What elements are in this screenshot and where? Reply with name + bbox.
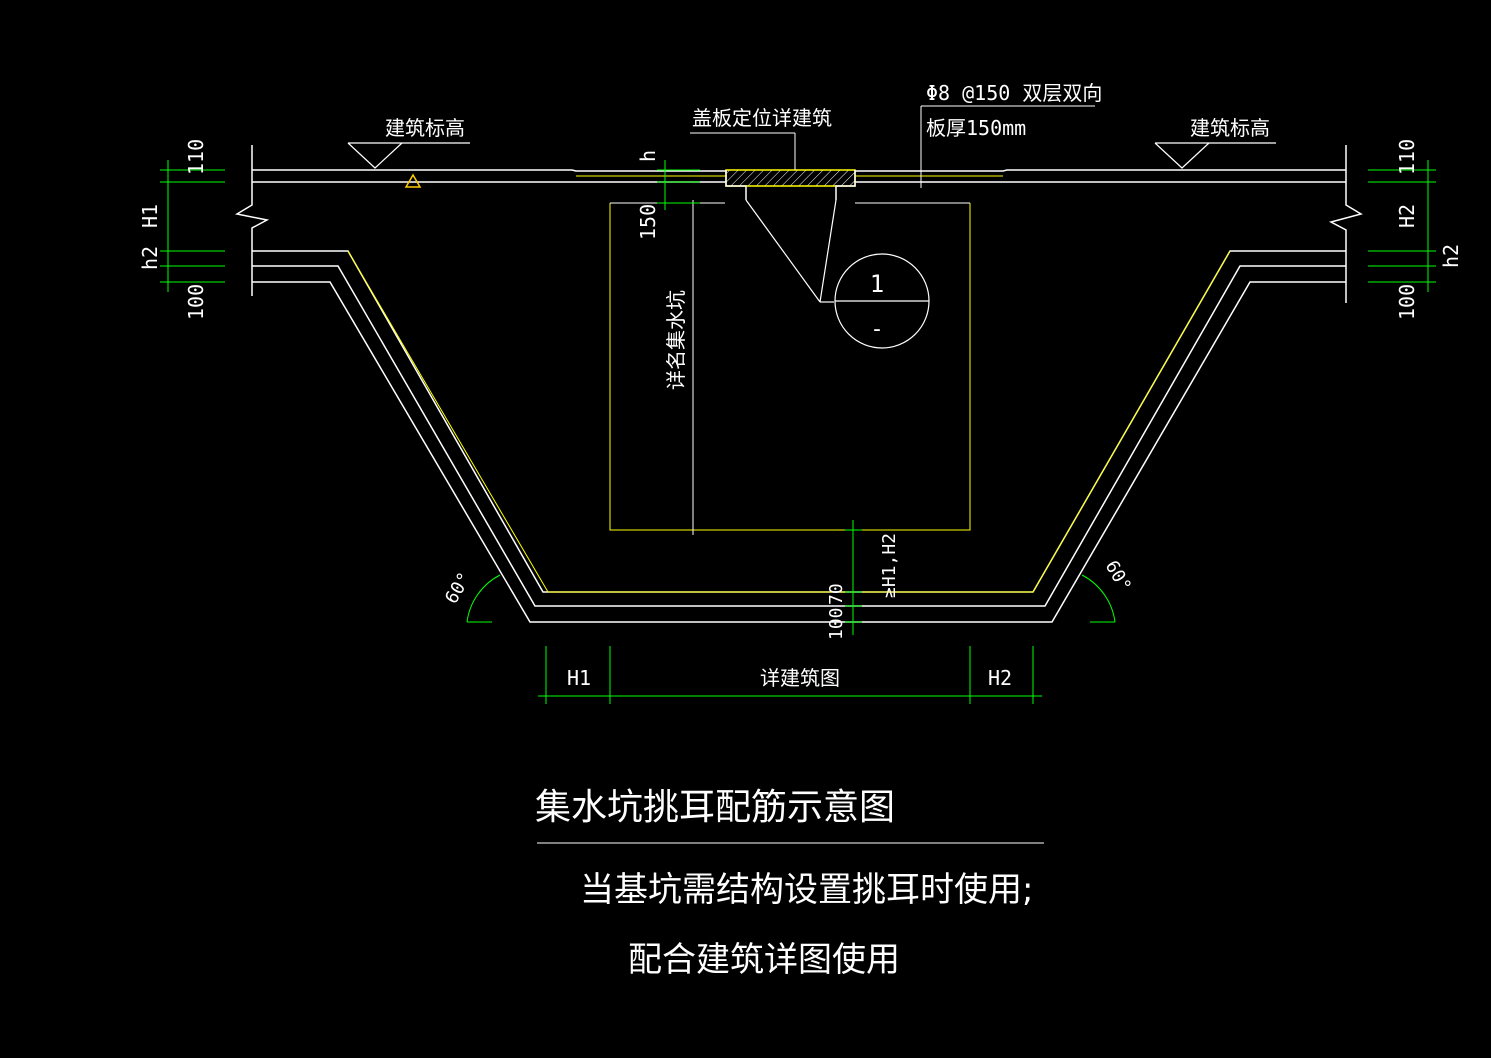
elev-marker-right bbox=[1154, 142, 1276, 169]
dim-left-110: 110 bbox=[184, 139, 208, 175]
dim-left-H1: H1 bbox=[138, 204, 162, 228]
dim-150: 150 bbox=[636, 204, 660, 240]
dim-70: 70 bbox=[826, 583, 847, 605]
break-line-right bbox=[1328, 145, 1363, 303]
pit-yellow bbox=[347, 250, 1231, 593]
angle-left: 60° bbox=[441, 569, 475, 608]
dim-cover bbox=[657, 160, 700, 210]
elev-marker-left bbox=[347, 142, 470, 169]
elev-label-left: 建筑标高 bbox=[385, 116, 465, 140]
pit-note: 详名集水坑 bbox=[664, 290, 688, 390]
dim-right-100: 100 bbox=[1395, 284, 1419, 320]
dim-right-h2: h2 bbox=[1439, 244, 1463, 268]
dim-left bbox=[160, 160, 225, 292]
elev-label-right: 建筑标高 bbox=[1190, 116, 1270, 140]
triangle-icon bbox=[404, 173, 422, 188]
dim-bottom-H2: H2 bbox=[988, 666, 1012, 690]
angle-arcs bbox=[466, 574, 1116, 623]
caption-line1: 当基坑需结构设置挑耳时使用; bbox=[580, 870, 1034, 910]
dim-right-110: 110 bbox=[1395, 139, 1419, 175]
dim-ge-h1h2: ≥H1,H2 bbox=[879, 533, 900, 598]
dim-bottom-detail: 详建筑图 bbox=[760, 666, 840, 690]
rebar-note: Φ8 @150 双层双向 bbox=[926, 81, 1102, 105]
top-slab bbox=[252, 169, 1346, 183]
section-callout bbox=[745, 199, 930, 349]
section-number: 1 bbox=[870, 270, 884, 298]
slab-note: 板厚150mm bbox=[926, 116, 1026, 140]
angle-right: 60° bbox=[1101, 557, 1135, 596]
pit-outline bbox=[252, 250, 1346, 623]
dim-bottom-vert bbox=[845, 520, 862, 635]
break-line-left bbox=[234, 145, 270, 296]
dim-left-h2: h2 bbox=[138, 246, 162, 270]
dim-100b: 100 bbox=[826, 607, 847, 640]
dim-bottom-H1: H1 bbox=[567, 666, 591, 690]
cover-note: 盖板定位详建筑 bbox=[692, 106, 832, 130]
dim-right-H2: H2 bbox=[1395, 204, 1419, 228]
dim-bottom bbox=[538, 646, 1042, 704]
caption-title: 集水坑挑耳配筋示意图 bbox=[535, 787, 896, 828]
dim-h: h bbox=[636, 150, 660, 162]
caption-line2: 配合建筑详图使用 bbox=[628, 940, 900, 980]
cover-plate bbox=[725, 169, 856, 200]
section-sub: - bbox=[870, 317, 883, 342]
dim-left-100: 100 bbox=[184, 284, 208, 320]
dim-right bbox=[1368, 160, 1436, 292]
